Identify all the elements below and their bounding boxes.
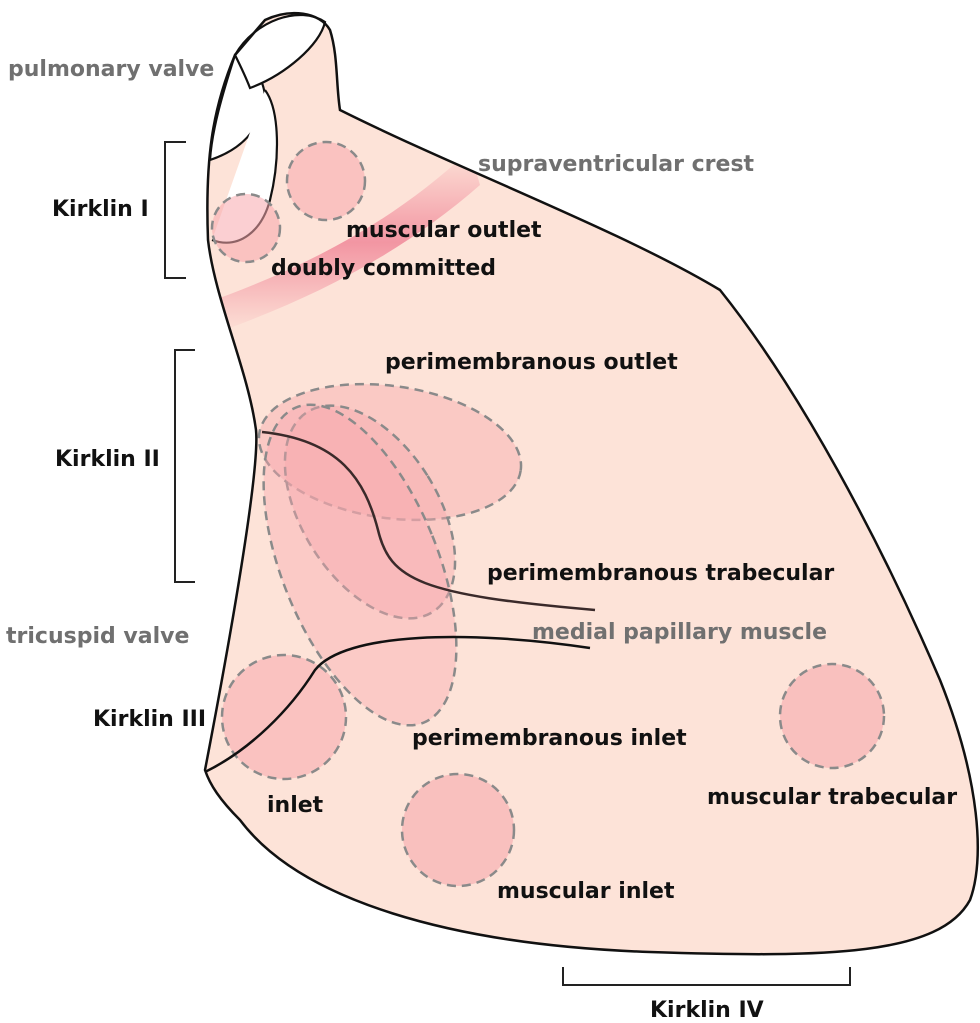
perimembranous-trabecular-label: perimembranous trabecular [487,561,834,586]
kirklin-iv-label: Kirklin IV [650,998,764,1023]
medial-papillary-muscle-label: medial papillary muscle [532,620,827,645]
muscular-inlet-lesion [402,774,514,886]
inlet-label: inlet [267,793,324,818]
doubly-committed-label: doubly committed [271,256,496,281]
kirklin-iv-bracket [563,967,850,985]
perimembranous-inlet-label: perimembranous inlet [412,726,687,751]
kirklin-ii-bracket [175,350,195,582]
tricuspid-valve-label: tricuspid valve [6,624,189,649]
kirklin-i-bracket [165,142,186,278]
kirklin-iii-label: Kirklin III [93,707,206,732]
supraventricular-crest-label: supraventricular crest [478,152,755,177]
muscular-trabecular-label: muscular trabecular [707,785,957,810]
inlet-lesion [222,655,346,779]
muscular-outlet-label: muscular outlet [346,218,542,243]
kirklin-ii-label: Kirklin II [55,447,160,472]
muscular-trabecular-lesion [780,664,884,768]
muscular-inlet-label: muscular inlet [497,879,675,904]
muscular-outlet-lesion [287,142,365,220]
pulmonary-valve-label: pulmonary valve [8,57,214,82]
doubly-committed-lesion [212,194,280,262]
perimembranous-outlet-label: perimembranous outlet [385,350,678,375]
kirklin-i-label: Kirklin I [52,197,149,222]
